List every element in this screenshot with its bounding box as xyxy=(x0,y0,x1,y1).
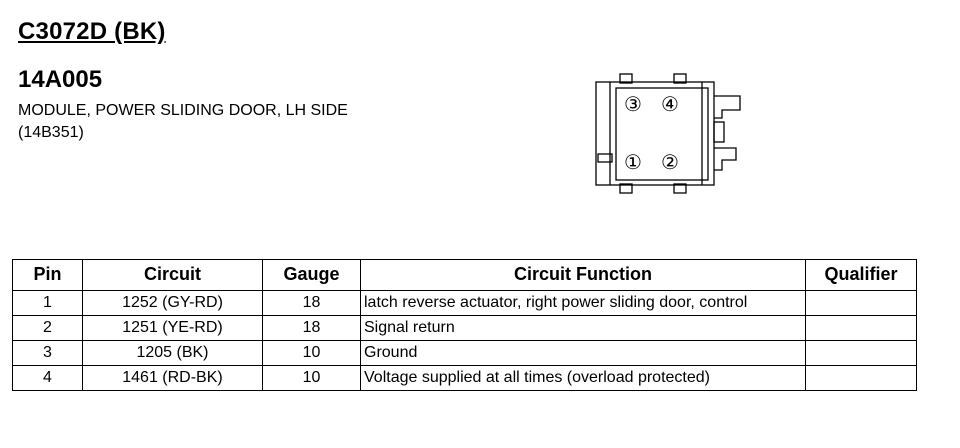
right-middle-lock xyxy=(713,121,725,143)
header-qualifier: Qualifier xyxy=(805,259,917,291)
cell-pin: 4 xyxy=(12,365,83,391)
header-pin: Pin xyxy=(12,259,83,291)
cavity-1-label: ① xyxy=(624,150,642,174)
left-keying-slot xyxy=(597,153,613,163)
bottom-right-tab xyxy=(673,183,687,194)
component-description: MODULE, POWER SLIDING DOOR, LH SIDE (14B… xyxy=(18,102,348,141)
cell-pin: 2 xyxy=(12,315,83,341)
right-lower-latch xyxy=(714,147,737,171)
cell-function: Signal return xyxy=(360,315,806,341)
cell-circuit: 1461 (RD-BK) xyxy=(82,365,263,391)
cell-function: latch reverse actuator, right power slid… xyxy=(360,290,806,316)
connector-outer-shell xyxy=(595,81,715,186)
cell-gauge: 10 xyxy=(262,340,361,366)
cavity-3-label: ③ xyxy=(624,92,642,116)
cavity-2-label: ② xyxy=(661,150,679,174)
table-header-row: Pin Circuit Gauge Circuit Function Quali… xyxy=(12,259,917,291)
connector-face-diagram: ③ ④ ① ② xyxy=(595,73,741,194)
pinout-table: Pin Circuit Gauge Circuit Function Quali… xyxy=(12,259,917,391)
table-row: 3 1205 (BK) 10 Ground xyxy=(12,340,917,366)
cell-qualifier xyxy=(805,340,917,366)
right-upper-latch xyxy=(714,95,741,119)
cell-qualifier xyxy=(805,290,917,316)
cell-gauge: 18 xyxy=(262,315,361,341)
cell-qualifier xyxy=(805,315,917,341)
table-row: 1 1252 (GY-RD) 18 latch reverse actuator… xyxy=(12,290,917,316)
top-right-tab xyxy=(673,73,687,84)
bottom-left-tab xyxy=(619,183,633,194)
cell-circuit: 1205 (BK) xyxy=(82,340,263,366)
part-number: 14A005 xyxy=(18,66,103,93)
cell-gauge: 10 xyxy=(262,365,361,391)
cell-pin: 3 xyxy=(12,340,83,366)
top-left-tab xyxy=(619,73,633,84)
cell-pin: 1 xyxy=(12,290,83,316)
cell-qualifier xyxy=(805,365,917,391)
header-circuit: Circuit xyxy=(82,259,263,291)
connector-title: C3072D (BK) xyxy=(18,18,166,45)
cavity-4-label: ④ xyxy=(661,92,679,116)
cell-function: Voltage supplied at all times (overload … xyxy=(360,365,806,391)
cell-circuit: 1252 (GY-RD) xyxy=(82,290,263,316)
header-gauge: Gauge xyxy=(262,259,361,291)
cell-gauge: 18 xyxy=(262,290,361,316)
table-row: 4 1461 (RD-BK) 10 Voltage supplied at al… xyxy=(12,365,917,391)
cell-function: Ground xyxy=(360,340,806,366)
header-circuit-function: Circuit Function xyxy=(360,259,806,291)
table-row: 2 1251 (YE-RD) 18 Signal return xyxy=(12,315,917,341)
cell-circuit: 1251 (YE-RD) xyxy=(82,315,263,341)
